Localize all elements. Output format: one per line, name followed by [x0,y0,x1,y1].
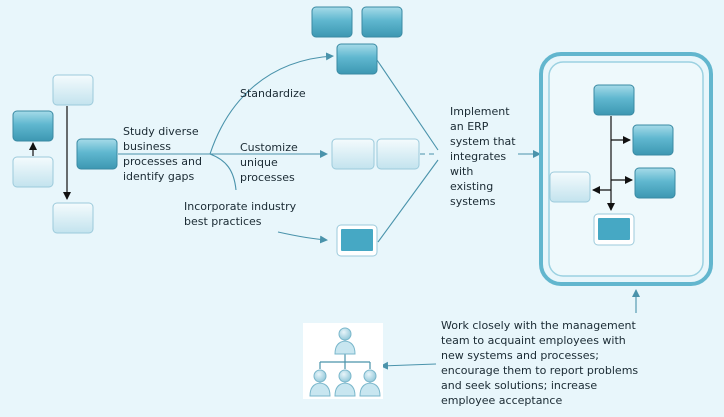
block-light [331,138,375,170]
label-incorporate: Incorporate industry best practices [184,200,297,228]
converging-connectors [376,59,541,243]
block-flat [593,213,635,246]
block-light [376,138,420,170]
erp-system-frame [539,52,713,286]
block-dark [12,110,54,142]
label-study-processes: Study diverse business processes and ide… [123,125,202,183]
bottom-connectors [380,289,640,370]
block-dark [336,43,378,75]
org-chart-icon [303,323,383,399]
block-dark [632,124,674,156]
person-icon [309,369,331,397]
branch-connectors [118,52,334,244]
standardize-blocks [311,6,403,75]
block-dark [361,6,403,38]
block-light [52,202,94,234]
label-standardize: Standardize [240,87,306,100]
block-dark [311,6,353,38]
person-icon [334,369,356,397]
person-icon [334,327,356,355]
label-work-closely: Work closely with the management team to… [441,319,639,407]
block-light [12,156,54,188]
label-implement-erp: Implement an ERP system that integrates … [450,105,516,208]
customize-blocks [331,138,420,170]
left-process-cluster [12,74,118,234]
label-customize: Customize unique processes [240,141,298,184]
block-dark [634,167,676,199]
block-light [549,171,591,203]
block-light [52,74,94,106]
best-practices-block [336,224,378,257]
block-dark [76,138,118,170]
block-dark [593,84,635,116]
person-icon [359,369,381,397]
